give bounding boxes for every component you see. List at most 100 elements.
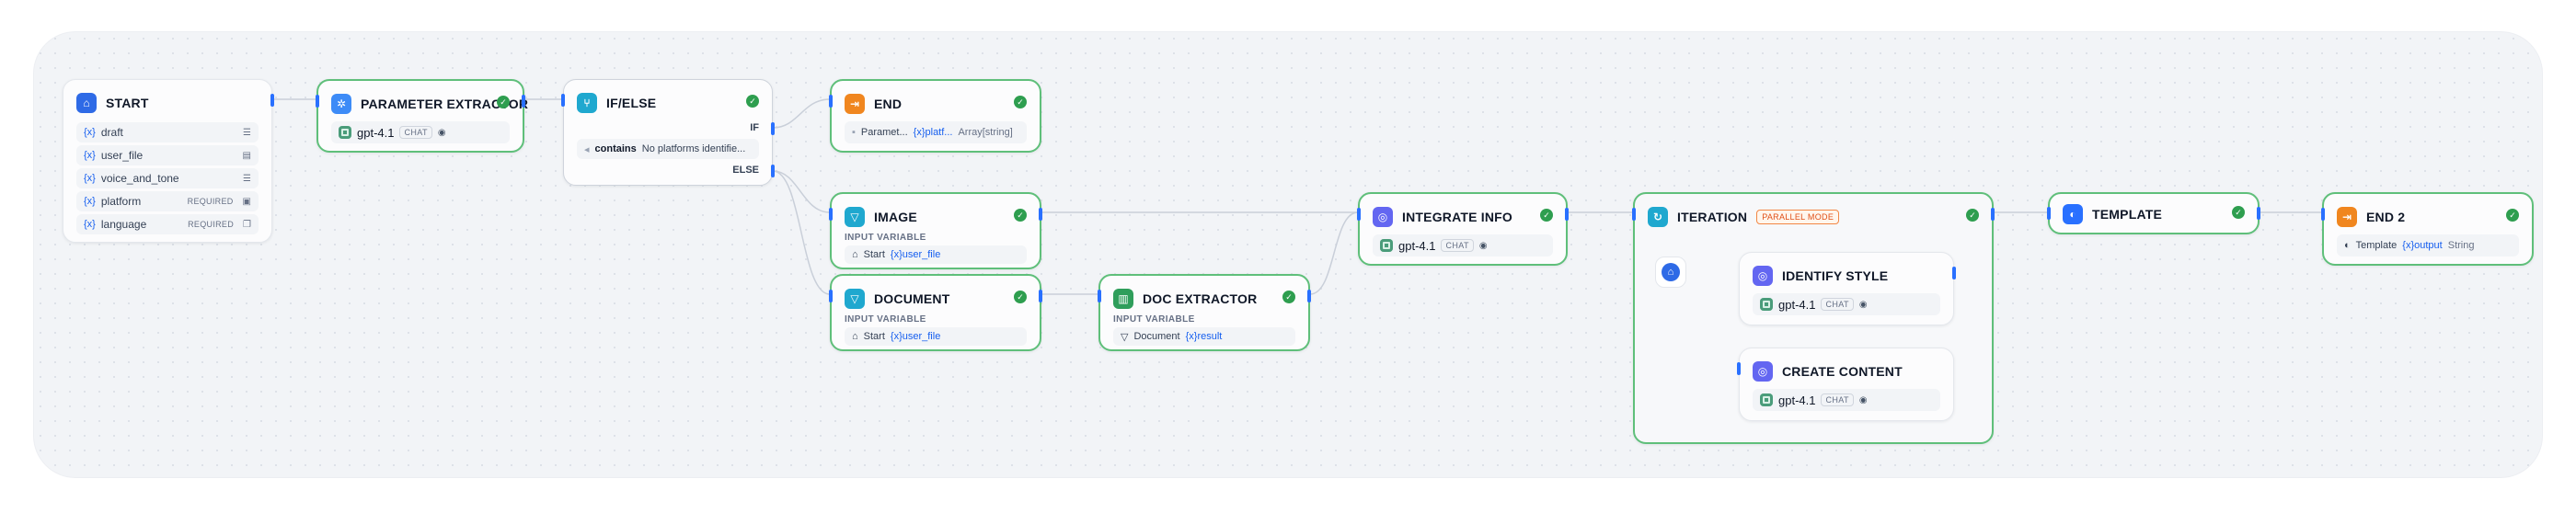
variable-name: {x}user_file (890, 331, 941, 342)
input-handle[interactable] (1737, 362, 1741, 375)
output-handle[interactable] (270, 94, 274, 107)
output-handle[interactable] (1565, 208, 1569, 221)
node-title: TEMPLATE (2092, 207, 2163, 222)
node-title: START (106, 96, 149, 110)
else-branch-label: ELSE (732, 165, 759, 176)
model-name: gpt-4.1 (1398, 238, 1436, 253)
document-node[interactable]: ▽ DOCUMENT ✓ INPUT VARIABLE ⌂ Start {x}u… (829, 274, 1042, 351)
success-check-icon: ✓ (2506, 209, 2519, 222)
input-handle[interactable] (1632, 208, 1636, 221)
variable-name: {x}result (1185, 331, 1223, 342)
iteration-start-node[interactable]: ⌂ (1655, 256, 1686, 288)
node-title: IDENTIFY STYLE (1782, 268, 1889, 283)
end2-node[interactable]: ⇥ END 2 ✓ ◐ Template {x}output String (2321, 192, 2534, 266)
node-title: INTEGRATE INFO (1402, 210, 1512, 224)
variable-name: language (100, 218, 147, 231)
create-content-node[interactable]: ◎ CREATE CONTENT gpt-4.1 CHAT ◉ (1737, 348, 1954, 421)
output-handle[interactable] (1307, 290, 1311, 302)
success-check-icon: ✓ (2232, 206, 2245, 219)
input-handle[interactable] (829, 290, 833, 302)
filter-icon: ▽ (1121, 331, 1129, 343)
success-check-icon: ✓ (1014, 96, 1027, 108)
image-node[interactable]: ▽ IMAGE ✓ INPUT VARIABLE ⌂ Start {x}user… (829, 192, 1042, 269)
filter-icon: ▽ (845, 289, 865, 309)
output-variable-row: ◐ Template {x}output String (2337, 234, 2519, 256)
output-handle[interactable] (522, 95, 525, 108)
home-icon: ⌂ (852, 249, 858, 260)
input-handle[interactable] (1098, 290, 1101, 302)
file-icon: ▤ (242, 150, 251, 161)
input-handle[interactable] (1357, 208, 1361, 221)
filter-icon: ▽ (845, 207, 865, 227)
vision-eye-icon: ◉ (437, 127, 446, 138)
input-handle[interactable] (316, 95, 319, 108)
node-title: PARAMETER EXTRACTOR (361, 97, 529, 111)
input-handle[interactable] (829, 95, 833, 108)
input-handle[interactable] (561, 94, 565, 107)
success-check-icon: ✓ (1282, 291, 1295, 303)
variable-name: platform (100, 195, 142, 208)
node-title: END (874, 97, 903, 111)
branch-icon: ⑂ (577, 93, 597, 113)
start-variable[interactable]: {x} voice_and_tone ☰ (76, 168, 259, 188)
else-output-handle[interactable] (771, 165, 775, 177)
variable-name: {x}user_file (890, 249, 941, 260)
success-check-icon: ✓ (746, 95, 759, 108)
ifelse-node[interactable]: ⑂ IF/ELSE ✓ IF ◂ contains No platforms i… (561, 79, 775, 186)
model-name: gpt-4.1 (1778, 297, 1816, 312)
end-node[interactable]: ⇥ END ✓ ▪ Paramet... {x}platf... Array[s… (829, 79, 1041, 153)
required-badge: REQUIRED (187, 197, 234, 206)
if-output-handle[interactable] (771, 122, 775, 135)
success-check-icon: ✓ (1014, 209, 1027, 222)
doc-extractor-node[interactable]: ▥ DOC EXTRACTOR ✓ INPUT VARIABLE ▽ Docum… (1098, 274, 1311, 351)
model-name: gpt-4.1 (357, 125, 395, 140)
model-row: gpt-4.1 CHAT ◉ (331, 121, 510, 143)
input-variable-label: INPUT VARIABLE (1113, 314, 1195, 325)
input-variable-row: ▽ Document {x}result (1113, 327, 1295, 346)
select-icon: ▣ (242, 196, 251, 207)
model-name: gpt-4.1 (1778, 393, 1816, 407)
variable-name: user_file (100, 149, 144, 162)
node-title: DOC EXTRACTOR (1143, 291, 1258, 306)
source-node: Template (2355, 240, 2398, 251)
input-variable-row: ⌂ Start {x}user_file (845, 327, 1027, 346)
node-title: IMAGE (874, 210, 917, 224)
document-extract-icon: ▥ (1113, 289, 1133, 309)
variable-type: String (2447, 240, 2475, 251)
integrate-info-node[interactable]: ◎ INTEGRATE INFO ✓ gpt-4.1 CHAT ◉ (1357, 192, 1569, 266)
identify-style-node[interactable]: ◎ IDENTIFY STYLE gpt-4.1 CHAT ◉ (1739, 252, 1956, 325)
vision-eye-icon: ◉ (1858, 299, 1868, 310)
source-node: Document (1133, 331, 1180, 342)
mode-badge: CHAT (1821, 298, 1854, 311)
input-handle[interactable] (2047, 207, 2051, 220)
source-node: Start (863, 331, 885, 342)
start-variable[interactable]: {x} user_file ▤ (76, 145, 259, 165)
variable-name: draft (100, 126, 123, 139)
home-icon: ⌂ (76, 93, 97, 113)
output-handle[interactable] (1991, 208, 1995, 221)
template-icon: ◐ (2063, 204, 2083, 224)
input-variable-label: INPUT VARIABLE (845, 233, 926, 243)
start-variable[interactable]: {x} platform REQUIRED ▣ (76, 191, 259, 211)
parallel-mode-badge: PARALLEL MODE (1756, 210, 1840, 224)
input-handle[interactable] (2321, 208, 2325, 221)
start-variable[interactable]: {x} language REQUIRED ❐ (76, 214, 259, 234)
start-variable[interactable]: {x} draft ☰ (76, 122, 259, 142)
variable-type: Array[string] (958, 127, 1013, 138)
success-check-icon: ✓ (1966, 209, 1979, 222)
template-node[interactable]: ◐ TEMPLATE ✓ (2047, 192, 2260, 234)
end-icon: ⇥ (845, 94, 865, 114)
parameter-extractor-node[interactable]: ✲ PARAMETER EXTRACTOR ✓ gpt-4.1 CHAT ◉ (316, 79, 528, 153)
text-paragraph-icon: ☰ (243, 173, 251, 184)
input-handle[interactable] (829, 208, 833, 221)
variable-name: {x}output (2402, 240, 2443, 251)
output-handle[interactable] (2257, 207, 2260, 220)
start-node[interactable]: ⌂ START {x} draft ☰ {x} user_file ▤ {x} … (63, 79, 274, 243)
loop-icon: ↻ (1648, 207, 1668, 227)
output-handle[interactable] (1039, 208, 1042, 221)
openai-model-icon (1380, 239, 1393, 252)
model-row: gpt-4.1 CHAT ◉ (1753, 389, 1940, 411)
output-handle[interactable] (1952, 267, 1956, 279)
text-paragraph-icon: ☰ (243, 127, 251, 138)
output-handle[interactable] (1039, 290, 1042, 302)
